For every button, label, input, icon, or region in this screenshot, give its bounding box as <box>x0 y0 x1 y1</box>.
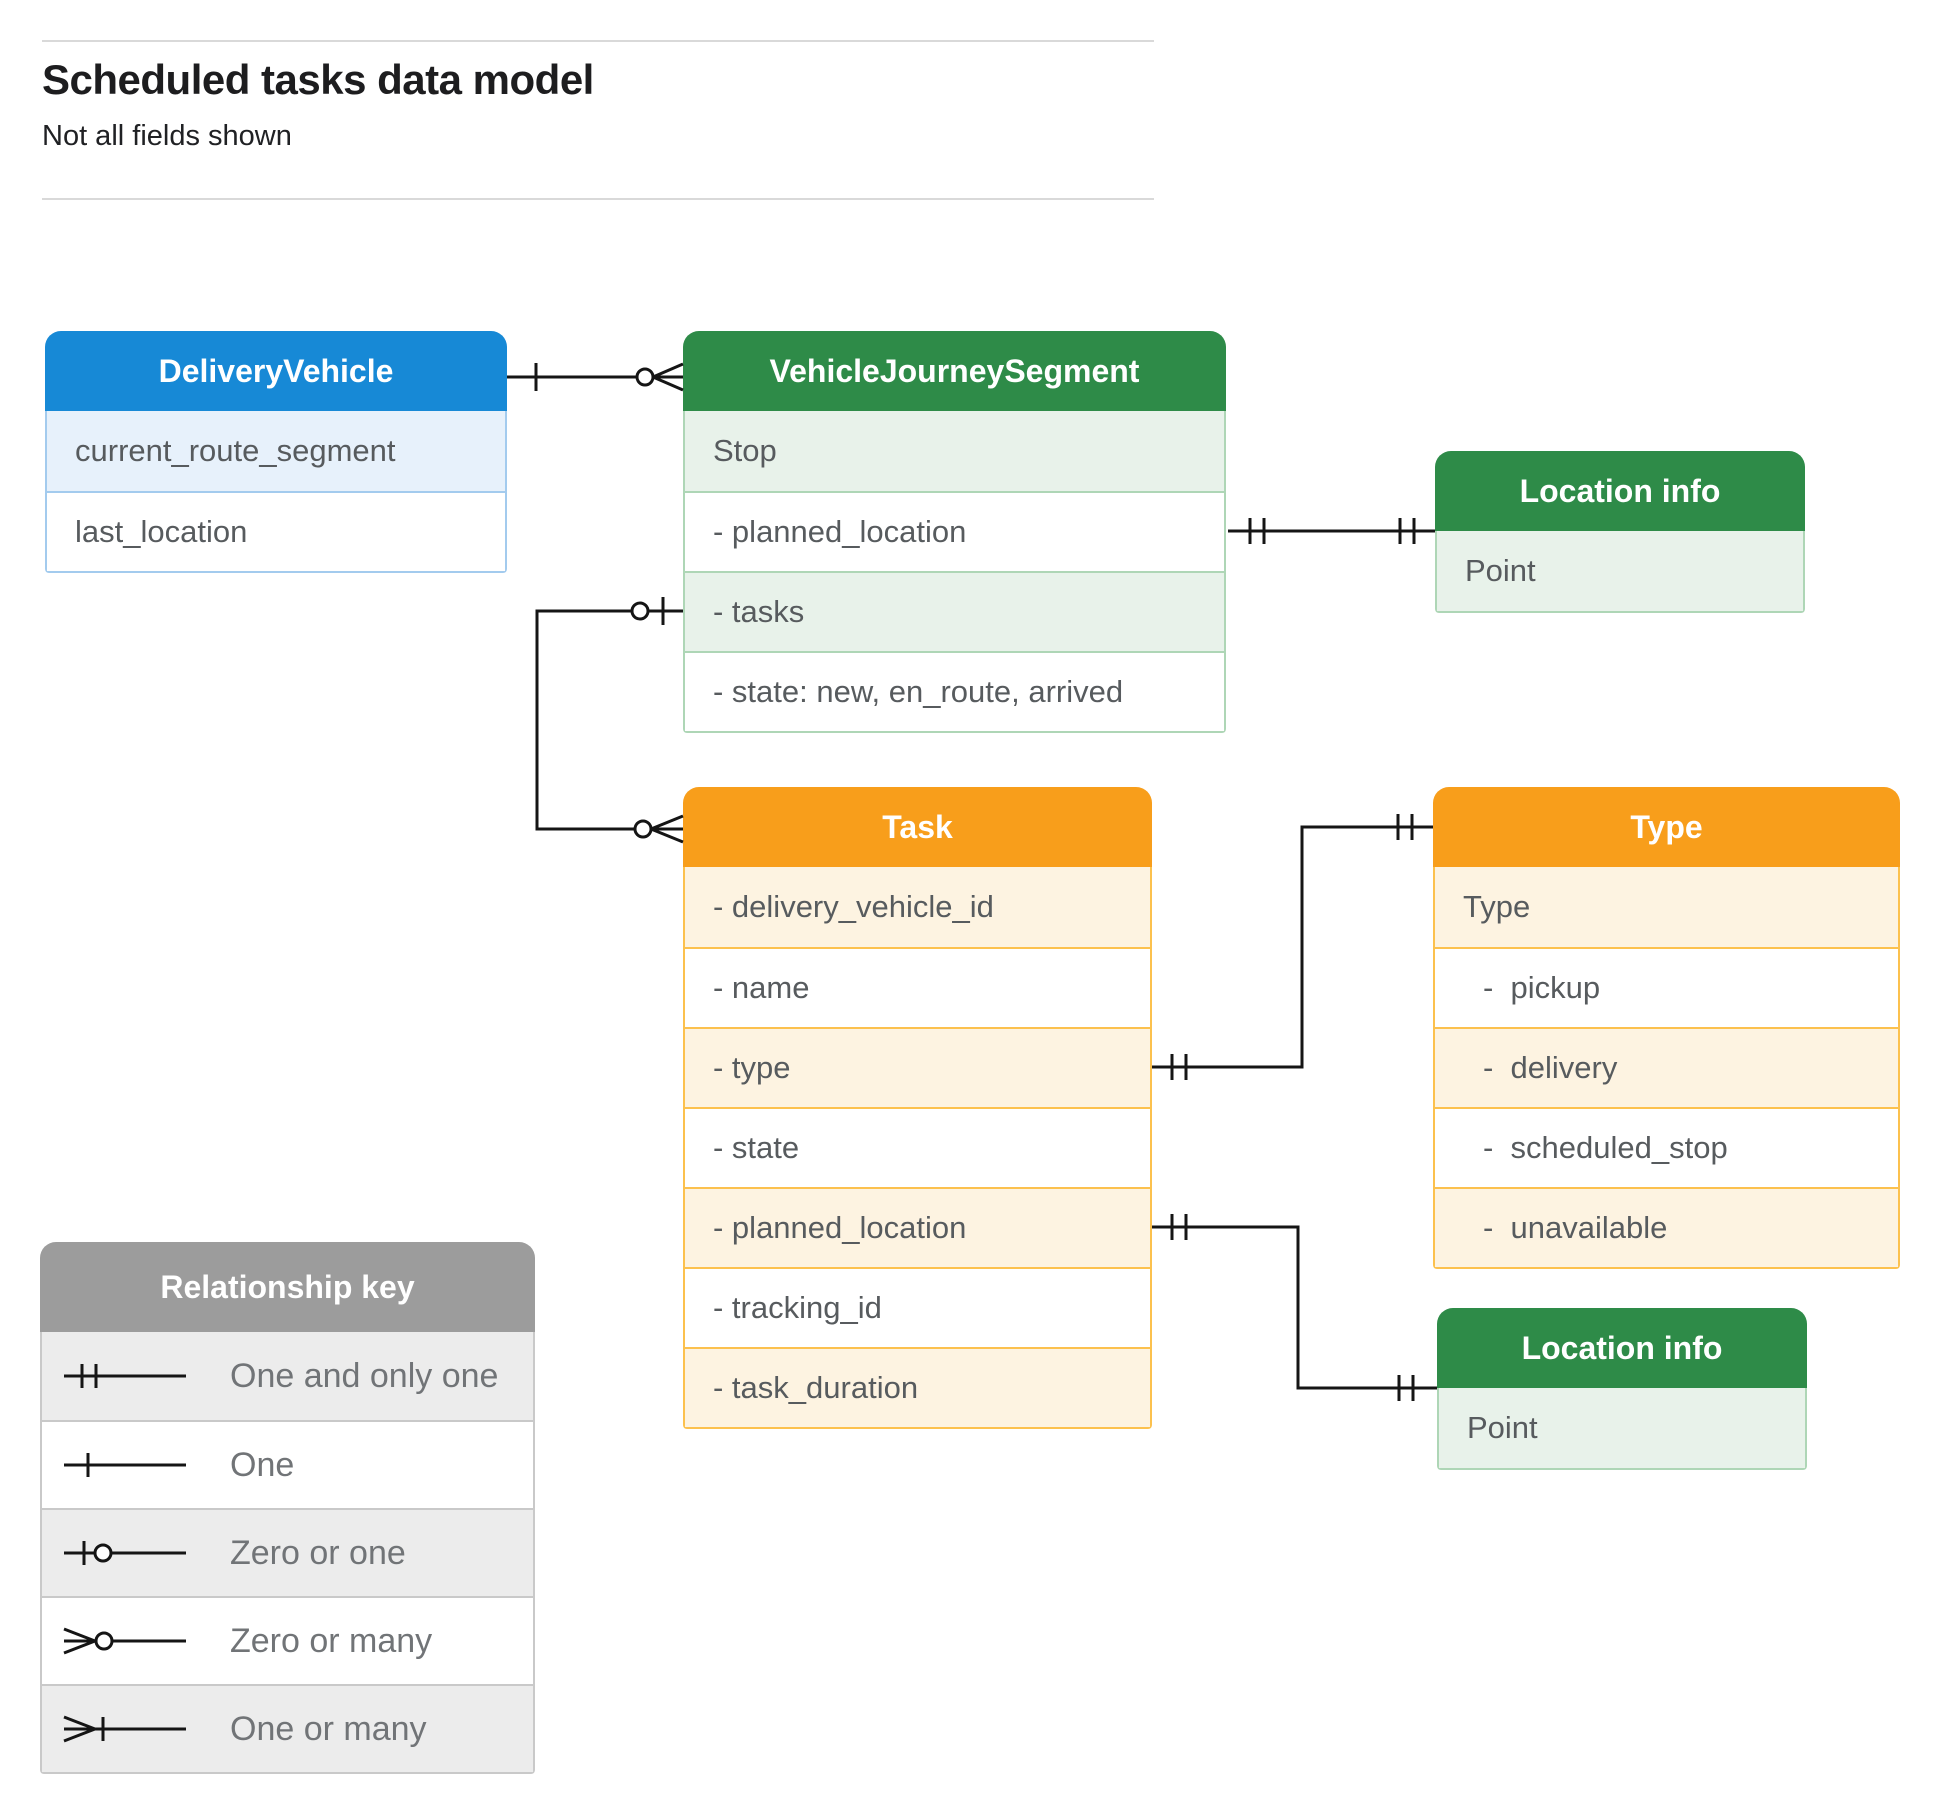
one-and-only-one-icon <box>64 1364 186 1388</box>
page-title: Scheduled tasks data model <box>42 56 594 103</box>
field-type-label: Type <box>1435 867 1898 947</box>
one-icon <box>64 1453 186 1477</box>
field-pickup: - pickup <box>1435 947 1898 1027</box>
entity-location-info-top: Location info Point <box>1435 451 1805 613</box>
connector-vjs-plannedlocation-to-locationinfo <box>1228 518 1435 544</box>
field-point-bottom: Point <box>1439 1388 1805 1468</box>
legend-row-one-or-many: One or many <box>42 1684 533 1772</box>
page-subtitle: Not all fields shown <box>42 120 292 152</box>
field-current-route-segment: current_route_segment <box>47 411 505 491</box>
field-task-duration: - task_duration <box>685 1347 1150 1427</box>
legend-row-one: One <box>42 1420 533 1508</box>
field-name: - name <box>685 947 1150 1027</box>
legend-row-zero-or-one: Zero or one <box>42 1508 533 1596</box>
zero-or-one-icon <box>64 1541 186 1565</box>
entity-location-info-bottom-title: Location info <box>1437 1308 1807 1388</box>
legend-label: One <box>230 1445 295 1484</box>
connector-task-plannedlocation-to-locationinfo <box>1152 1214 1437 1401</box>
zero-or-many-icon <box>63 1627 186 1655</box>
field-task-planned-location: - planned_location <box>685 1187 1150 1267</box>
field-point: Point <box>1437 531 1803 611</box>
legend-label: One and only one <box>230 1356 499 1395</box>
entity-vehicle-journey-segment: VehicleJourneySegment Stop - planned_loc… <box>683 331 1226 733</box>
field-state: - state: new, en_route, arrived <box>685 651 1224 731</box>
connector-task-type-to-type <box>1152 814 1433 1080</box>
field-scheduled-stop: - scheduled_stop <box>1435 1107 1898 1187</box>
relationship-key: Relationship key One and only one <box>40 1242 535 1774</box>
legend-row-zero-or-many: Zero or many <box>42 1596 533 1684</box>
entity-delivery-vehicle: DeliveryVehicle current_route_segment la… <box>45 331 507 573</box>
legend-label: Zero or many <box>230 1621 433 1660</box>
connector-vjs-tasks-to-task <box>535 597 684 844</box>
field-planned-location: - planned_location <box>685 491 1224 571</box>
legend-row-one-and-only-one: One and only one <box>42 1332 533 1420</box>
field-stop: Stop <box>685 411 1224 491</box>
relationship-key-title: Relationship key <box>40 1242 535 1332</box>
entity-delivery-vehicle-title: DeliveryVehicle <box>45 331 507 411</box>
field-tasks: - tasks <box>685 571 1224 651</box>
field-type: - type <box>685 1027 1150 1107</box>
field-delivery-vehicle-id: - delivery_vehicle_id <box>685 867 1150 947</box>
field-last-location: last_location <box>47 491 505 571</box>
legend-label: One or many <box>230 1709 427 1748</box>
legend-label: Zero or one <box>230 1533 406 1572</box>
one-or-many-icon <box>63 1715 186 1743</box>
entity-location-info-top-title: Location info <box>1435 451 1805 531</box>
connector-deliveryvehicle-to-vehiclejourneysegment <box>507 362 684 392</box>
top-divider <box>42 40 1154 42</box>
entity-location-info-bottom: Location info Point <box>1437 1308 1807 1470</box>
entity-vehicle-journey-segment-title: VehicleJourneySegment <box>683 331 1226 411</box>
field-unavailable: - unavailable <box>1435 1187 1898 1267</box>
field-task-state: - state <box>685 1107 1150 1187</box>
entity-type: Type Type - pickup - delivery - schedule… <box>1433 787 1900 1269</box>
bottom-divider <box>42 198 1154 200</box>
field-delivery: - delivery <box>1435 1027 1898 1107</box>
entity-task: Task - delivery_vehicle_id - name - type… <box>683 787 1152 1429</box>
entity-type-title: Type <box>1433 787 1900 867</box>
field-tracking-id: - tracking_id <box>685 1267 1150 1347</box>
entity-task-title: Task <box>683 787 1152 867</box>
